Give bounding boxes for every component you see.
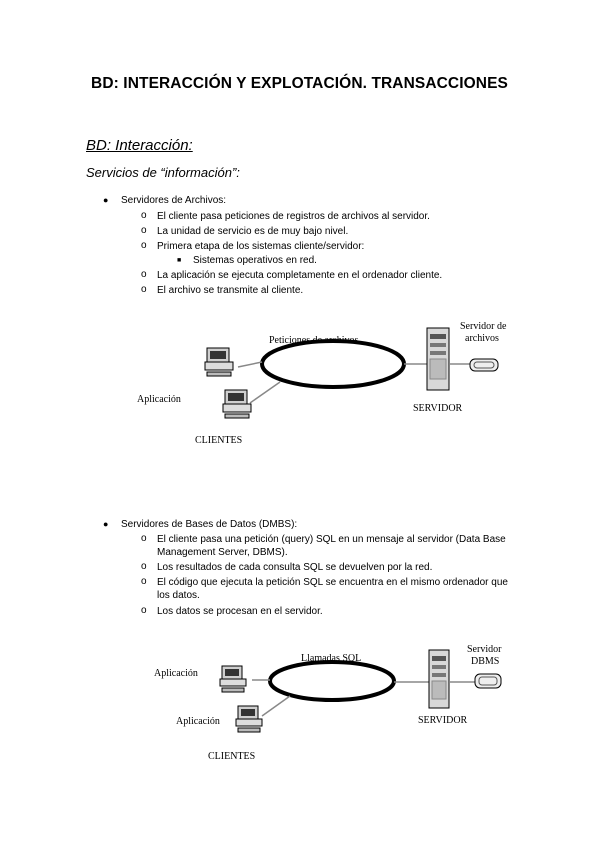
file-server-diagram (204, 327, 499, 419)
server-tower-icon (426, 327, 450, 391)
list1-item: Primera etapa de los sistemas cliente/se… (157, 241, 365, 252)
link-line (249, 381, 281, 404)
bullet-circle: o (141, 284, 147, 295)
list1-heading: Servidores de Archivos: (121, 195, 227, 206)
server-label: SERVIDOR (418, 715, 468, 726)
network-ring (260, 339, 406, 389)
bullet-circle: o (141, 210, 147, 221)
app-label: Aplicación (176, 716, 220, 727)
list1-item: La unidad de servicio es de muy bajo niv… (157, 226, 349, 237)
bullet-circle: o (141, 533, 147, 544)
network-label: Peticiones de archivos (269, 335, 359, 346)
storage-disk-icon (474, 673, 502, 689)
bullet-circle: o (141, 225, 147, 236)
list2-item: Los resultados de cada consulta SQL se d… (157, 562, 433, 573)
storage-label: Servidor (467, 644, 502, 655)
bullet-circle: o (141, 561, 147, 572)
app-label: Aplicación (154, 668, 198, 679)
client-computer-icon (204, 347, 234, 377)
link-line (237, 361, 263, 368)
list2-item: Los datos se procesan en el servidor. (157, 606, 323, 617)
storage-label: archivos (465, 333, 499, 344)
list2-item: El código que ejecuta la petición SQL se… (157, 577, 508, 588)
client-computer-icon (222, 389, 252, 419)
app-label: Aplicación (137, 394, 181, 405)
clients-label: CLIENTES (195, 435, 243, 446)
bullet-dot: ● (103, 519, 109, 529)
list2-item-cont: Management Server, DBMS). (157, 547, 288, 558)
dbms-server-diagram (219, 649, 502, 733)
list2-item-cont: los datos. (157, 590, 200, 601)
clients-label: CLIENTES (208, 751, 256, 762)
storage-label: DBMS (471, 656, 500, 667)
list1-item: La aplicación se ejecuta completamente e… (157, 270, 443, 281)
bullet-circle: o (141, 269, 147, 280)
bullet-square: ■ (177, 257, 182, 264)
bullet-circle: o (141, 576, 147, 587)
page-title: BD: INTERACCIÓN Y EXPLOTACIÓN. TRANSACCI… (91, 75, 508, 92)
link-line (261, 695, 291, 717)
list2-item: El cliente pasa una petición (query) SQL… (157, 534, 506, 545)
server-label: SERVIDOR (413, 403, 463, 414)
section-heading: BD: Interacción: (86, 137, 193, 154)
client-computer-icon (219, 665, 247, 693)
client-computer-icon (235, 705, 263, 733)
bullet-dot: ● (103, 195, 109, 205)
network-label: Llamadas SQL (301, 653, 362, 664)
storage-disk-icon (469, 358, 499, 372)
bullet-circle: o (141, 240, 147, 251)
list1-item: El cliente pasa peticiones de registros … (157, 211, 430, 222)
list1-subitem: Sistemas operativos en red. (193, 255, 317, 266)
server-tower-icon (428, 649, 450, 709)
list2-heading: Servidores de Bases de Datos (DMBS): (121, 519, 298, 530)
subsection-heading: Servicios de “información”: (86, 165, 240, 180)
list1-item: El archivo se transmite al cliente. (157, 285, 304, 296)
bullet-circle: o (141, 605, 147, 616)
network-ring (268, 660, 396, 702)
storage-label: Servidor de (460, 321, 507, 332)
